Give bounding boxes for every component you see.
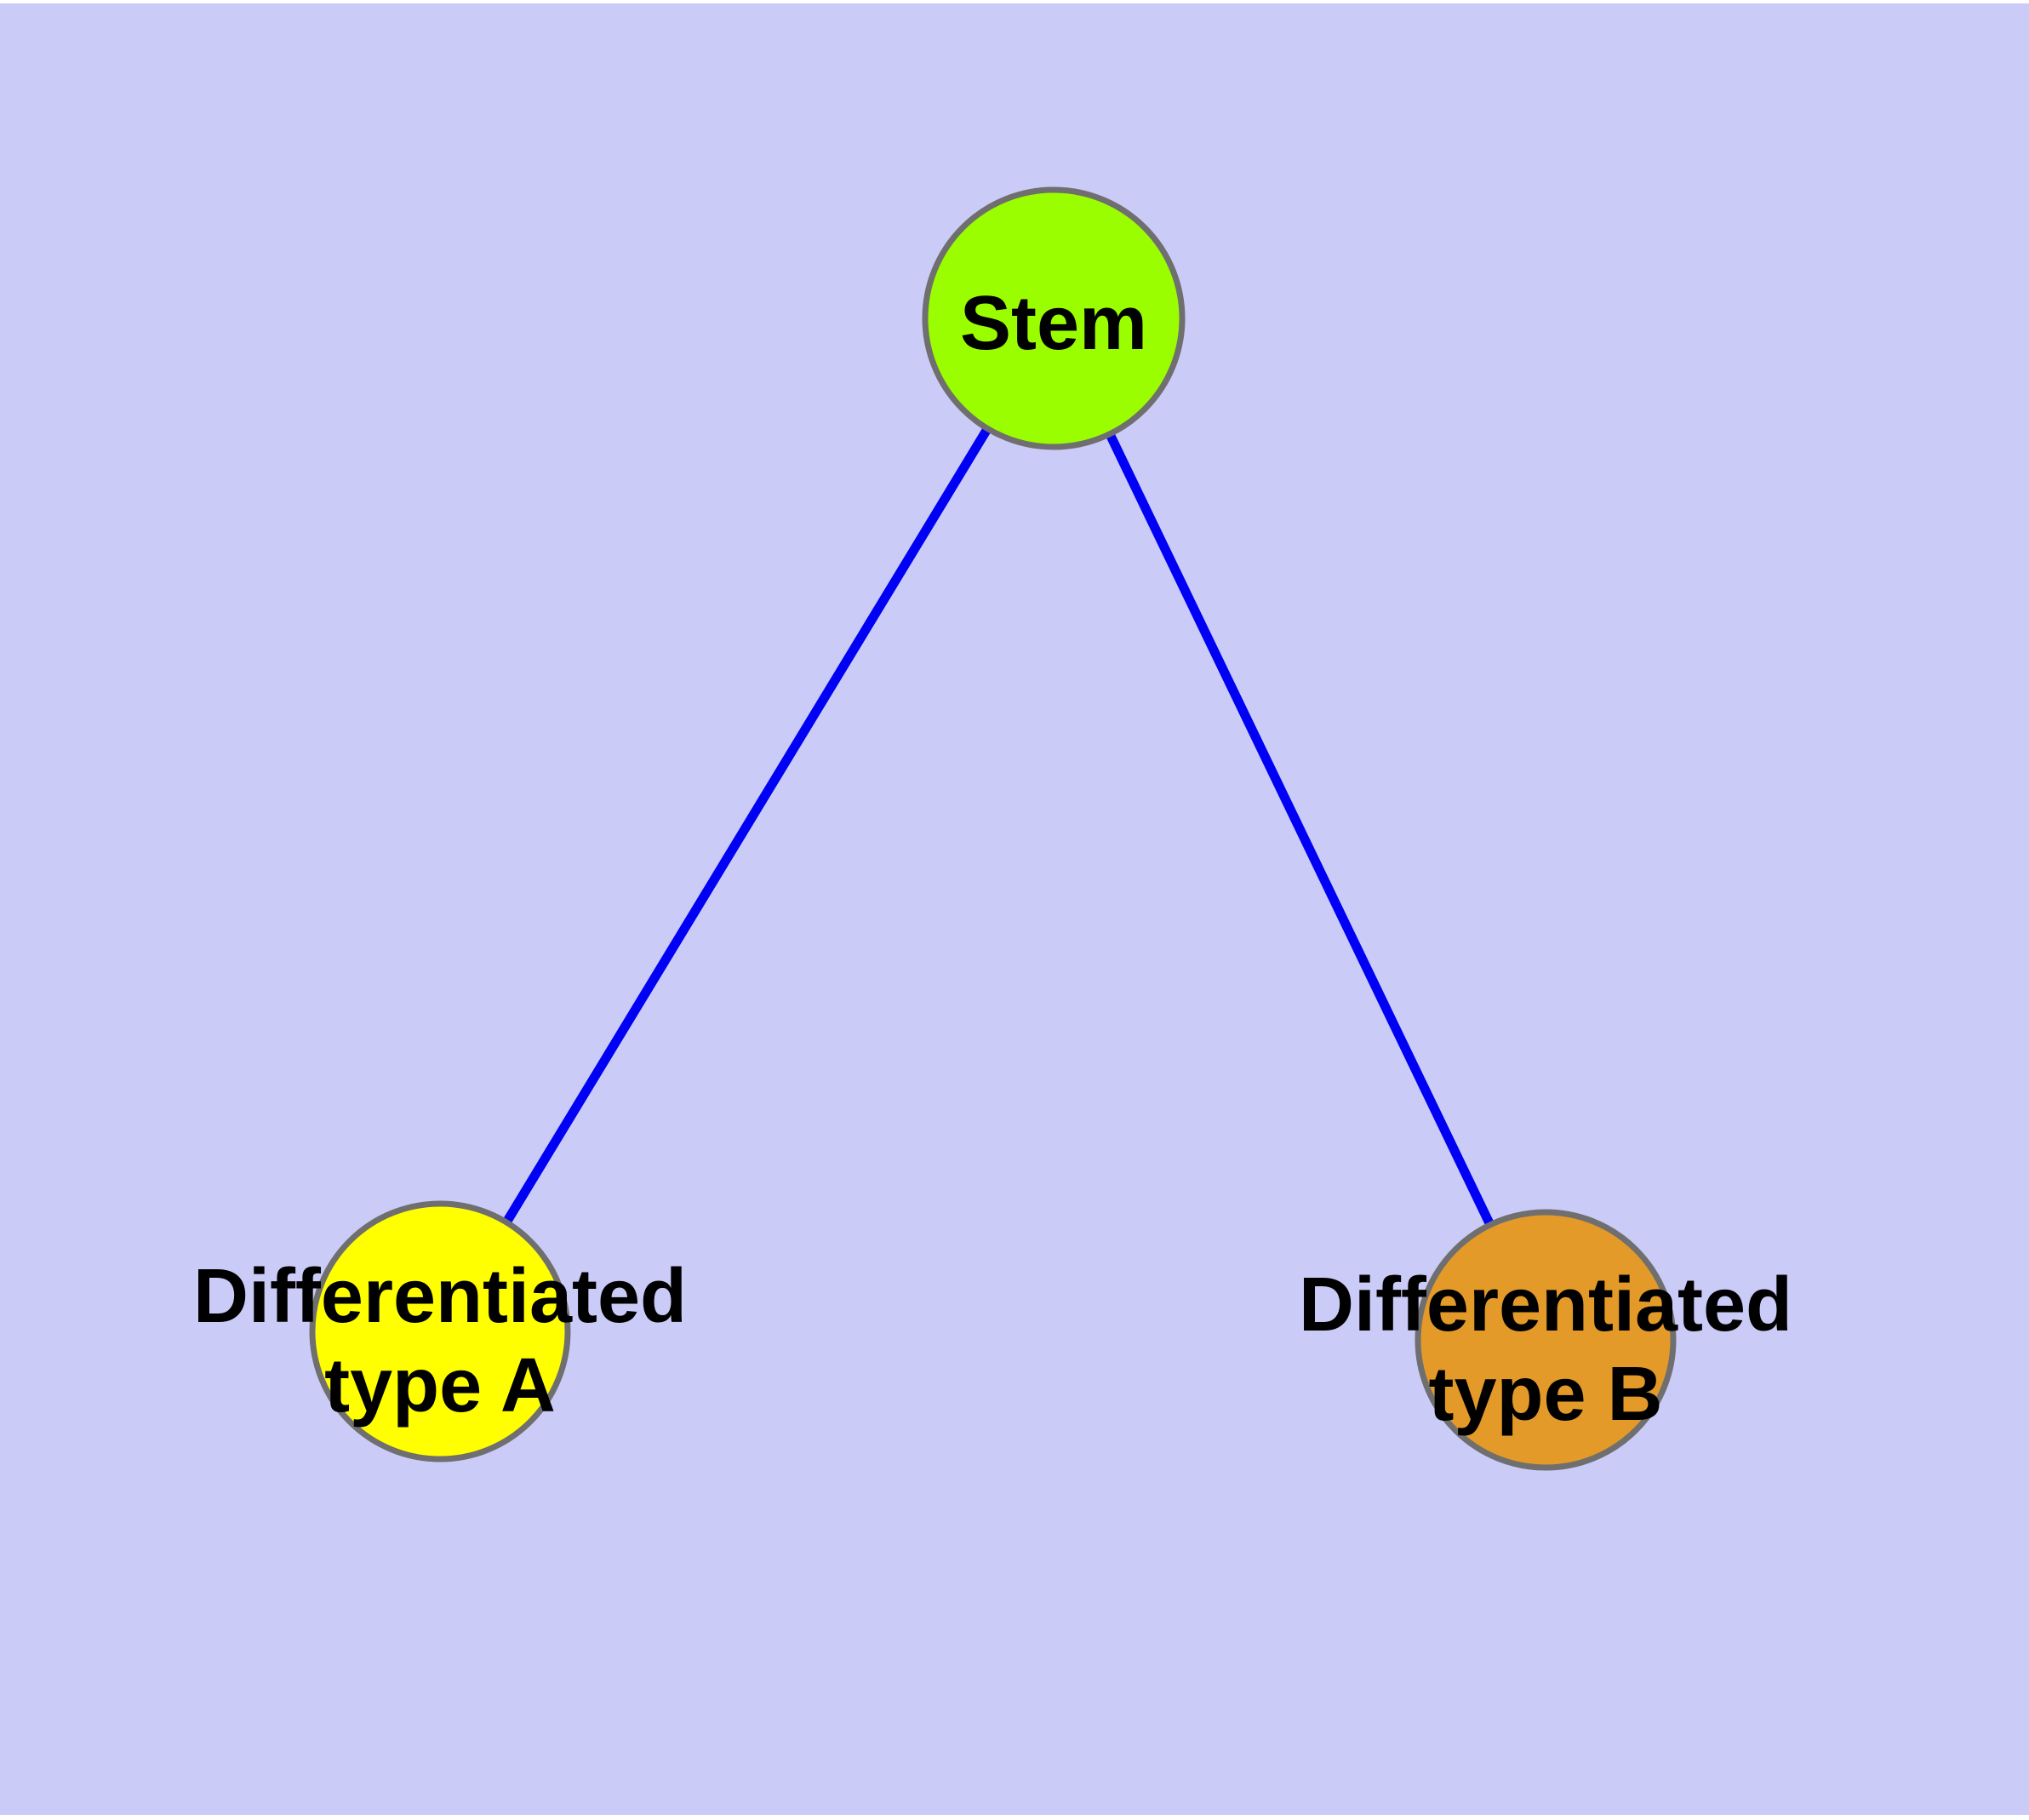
node-type-a-label-line2: type A xyxy=(324,1343,556,1428)
node-stem-label: Stem xyxy=(960,281,1147,366)
edge-stem-to-type-b xyxy=(1106,432,1495,1228)
edge-stem-to-type-a xyxy=(502,426,992,1225)
node-type-b-label-line2: type B xyxy=(1428,1352,1662,1437)
node-type-a-label-line1: Differentiated xyxy=(193,1254,687,1339)
node-type-a-circle xyxy=(309,1200,571,1462)
node-type-b-label-line1: Differentiated xyxy=(1299,1262,1792,1348)
node-stem-circle xyxy=(922,186,1186,450)
node-type-b-circle xyxy=(1415,1209,1677,1471)
